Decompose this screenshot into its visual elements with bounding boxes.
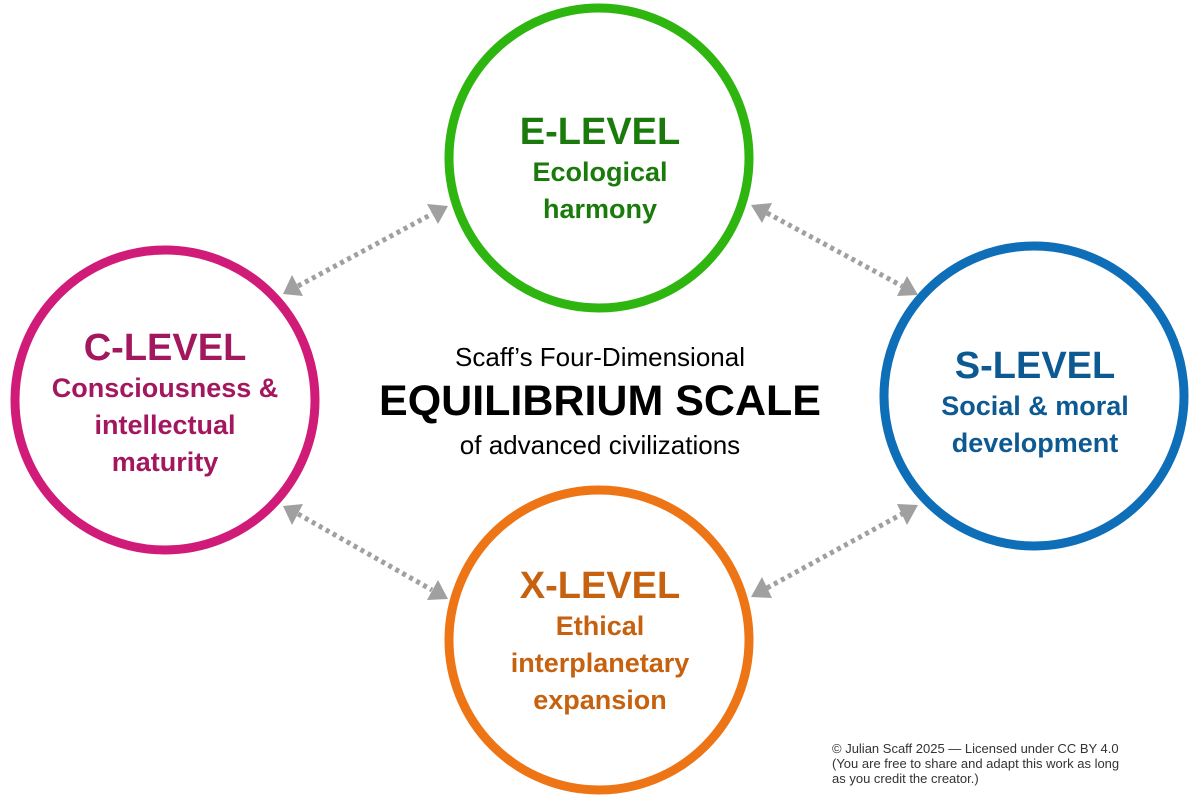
title-sub: of advanced civilizations (459, 430, 741, 460)
credit-line3: as you credit the creator.) (832, 771, 979, 786)
e-level-desc-line2: harmony (542, 194, 658, 224)
s-level-desc-line2: development (951, 428, 1119, 458)
arrowhead-e-s-start (751, 203, 772, 223)
e-level-circle (444, 3, 754, 313)
s-level-label: S-LEVEL Social & moral development (880, 344, 1190, 462)
title-main: EQUILIBRIUM SCALE (379, 377, 821, 425)
arrowhead-x-s-start (751, 577, 772, 598)
c-level-circle (10, 245, 320, 555)
s-level-desc-line1: Social & moral (941, 391, 1129, 421)
arrowhead-c-x-end (427, 580, 448, 600)
connector-x-s (751, 504, 918, 598)
c-level-desc-line2: intellectual (94, 410, 236, 440)
x-level-name: X-LEVEL (519, 565, 681, 607)
c-level-desc-line3: maturity (111, 447, 219, 477)
x-level-label: X-LEVEL Ethical interplanetary expansion (450, 564, 750, 719)
x-level-circle (444, 485, 754, 795)
arrowhead-c-x-start (283, 504, 303, 525)
arrowhead-e-s-end (897, 276, 918, 296)
x-level-desc-line1: Ethical (555, 611, 645, 641)
c-level-name: C-LEVEL (83, 327, 247, 369)
s-level-circle (879, 241, 1189, 551)
connector-c-x (283, 504, 448, 600)
e-level-label: E-LEVEL Ecological harmony (450, 110, 750, 228)
e-level-desc-line1: Ecological (532, 157, 668, 187)
c-level-label: C-LEVEL Consciousness & intellectual mat… (10, 326, 320, 481)
e-level-name: E-LEVEL (519, 111, 681, 153)
credit-line1: © Julian Scaff 2025 — Licensed under CC … (832, 741, 1119, 756)
license-credit: © Julian Scaff 2025 — Licensed under CC … (832, 741, 1192, 786)
s-level-name: S-LEVEL (954, 345, 1116, 387)
c-level-desc-line1: Consciousness & (51, 373, 279, 403)
title-pre: Scaff’s Four-Dimensional (455, 342, 745, 372)
arrowhead-c-e-start (283, 275, 303, 296)
connector-e-s (751, 203, 918, 296)
x-level-desc-line3: expansion (533, 685, 667, 715)
x-level-desc-line2: interplanetary (510, 648, 690, 678)
arrowhead-x-s-end (897, 504, 918, 525)
arrowhead-c-e-end (427, 204, 448, 224)
credit-line2: (You are free to share and adapt this wo… (832, 756, 1120, 771)
connector-c-e (283, 204, 448, 296)
diagram-title: Scaff’s Four-Dimensional EQUILIBRIUM SCA… (330, 340, 870, 462)
